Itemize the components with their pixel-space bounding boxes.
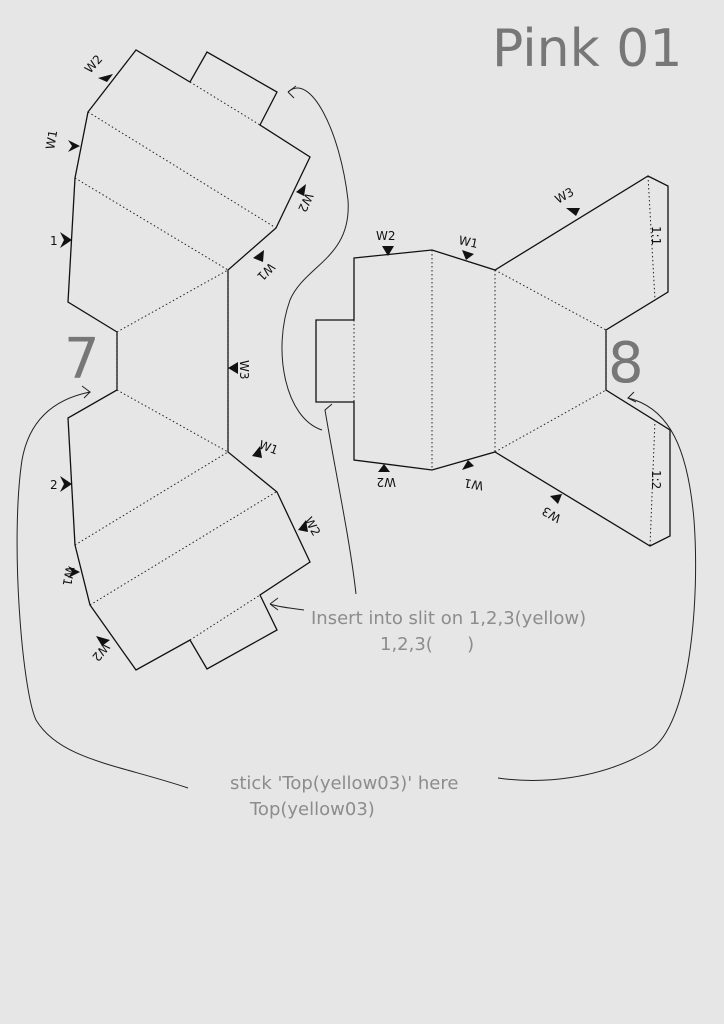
- marker-w2-bottom-left: W2: [89, 636, 112, 664]
- marker-w3-center: W3: [228, 360, 251, 380]
- piece-7-outline: [67, 49, 311, 671]
- svg-text:1:1: 1:1: [649, 226, 663, 245]
- svg-text:W2: W2: [301, 515, 323, 539]
- arc-insert-into-slit: [324, 403, 357, 595]
- svg-text:W1: W1: [463, 476, 485, 493]
- sheet-title: Pink 01: [492, 19, 682, 79]
- marker-w1-bottom: W1: [462, 460, 485, 493]
- stick-note-line1: stick 'Top(yellow03)' here: [230, 773, 458, 794]
- marker-2-left: 2: [50, 476, 72, 492]
- marker-w1-left: W1: [43, 129, 80, 152]
- insert-note-line2: 1,2,3( ): [380, 634, 474, 655]
- marker-w2-bottom: W2: [377, 464, 397, 489]
- svg-text:W2: W2: [82, 52, 105, 76]
- arc-stick-left: [16, 385, 189, 789]
- svg-text:1: 1: [50, 234, 58, 248]
- svg-text:W1: W1: [43, 129, 60, 151]
- marker-w1-left-lower: W1: [60, 565, 80, 587]
- arc-insert-pointer: [269, 597, 305, 611]
- piece-7-fold-lines: [74, 81, 277, 641]
- marker-ratio-1-1: 1:1: [649, 226, 663, 245]
- piece-7-number: 7: [64, 327, 100, 392]
- svg-text:2: 2: [50, 478, 58, 492]
- marker-w2-right-lower: W2: [298, 515, 323, 539]
- svg-text:W3: W3: [237, 360, 251, 380]
- marker-w2-top-left: W2: [82, 52, 113, 82]
- arc-arrow-tip-top: [287, 85, 297, 99]
- marker-w1-right-lower: W1: [252, 438, 280, 458]
- svg-text:W1: W1: [257, 438, 280, 458]
- svg-text:1:2: 1:2: [649, 470, 663, 489]
- svg-text:W3: W3: [540, 504, 564, 526]
- stick-note-line2: Top(yellow03): [249, 799, 375, 820]
- arc-stick-right: [497, 391, 697, 781]
- piece-8: 8 W2 W1 W3 1:1 1:2 W2 W1 W3: [315, 175, 671, 547]
- marker-w2-right-upper: W2: [295, 184, 316, 214]
- svg-text:W2: W2: [295, 191, 316, 215]
- marker-w1-top: W1: [457, 233, 479, 260]
- marker-ratio-1-2: 1:2: [649, 470, 663, 489]
- svg-text:W1: W1: [254, 260, 278, 284]
- piece-7: 7 W2 W1 1 W2 W1 W3 W1: [43, 49, 323, 671]
- svg-text:W2: W2: [376, 229, 396, 243]
- piece-8-fold-lines: [353, 175, 656, 547]
- svg-text:W1: W1: [60, 565, 77, 587]
- arc-tab-to-slit: [281, 87, 349, 431]
- piece-8-number: 8: [608, 331, 644, 396]
- svg-text:W2: W2: [377, 475, 397, 489]
- insert-note-line1: Insert into slit on 1,2,3(yellow): [311, 608, 586, 629]
- marker-1-left: 1: [50, 232, 72, 248]
- marker-w3-bottom: W3: [540, 494, 564, 526]
- svg-text:W2: W2: [89, 640, 112, 664]
- marker-w1-right-upper: W1: [253, 250, 278, 284]
- svg-text:W1: W1: [457, 233, 479, 251]
- connector-arcs: [16, 85, 697, 789]
- marker-w3-top: W3: [553, 185, 580, 216]
- marker-w2-top: W2: [376, 229, 396, 256]
- svg-text:W3: W3: [553, 185, 577, 207]
